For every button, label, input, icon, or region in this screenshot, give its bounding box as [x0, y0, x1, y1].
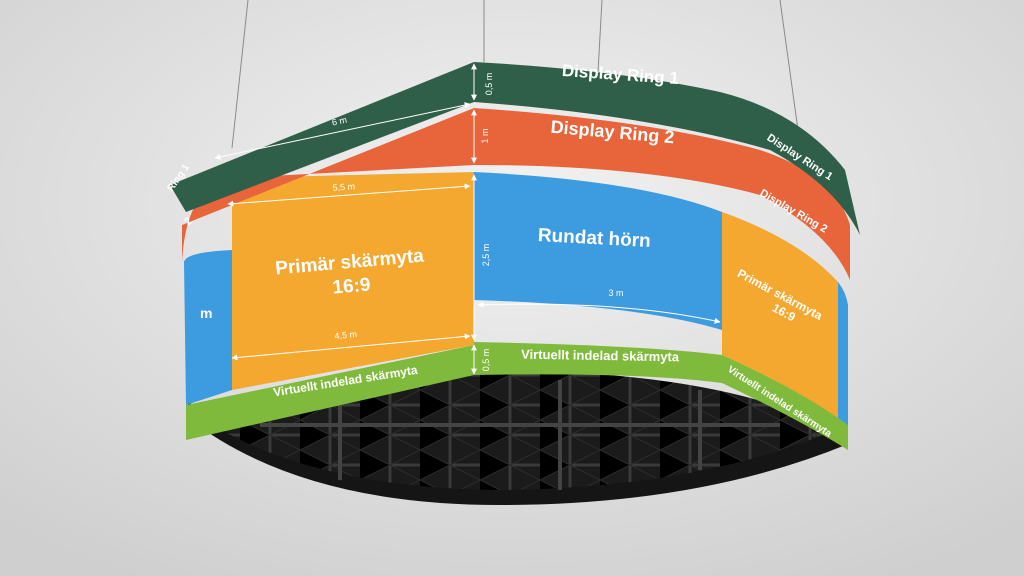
dimension-lines	[214, 63, 721, 375]
dim-corner-width-label: 3 m	[608, 288, 623, 298]
display-ring-1	[170, 62, 860, 235]
dim-virtual-height-label: 0,5 m	[481, 349, 491, 372]
left-blue-partial-label: m	[200, 305, 212, 321]
dim-primary-width-label: 4,5 m	[334, 329, 357, 341]
virtual-center-label: Virtuellt indelad skärmyta	[521, 347, 680, 365]
dim-ring2-width	[227, 183, 471, 207]
primary-screen-right	[722, 212, 838, 420]
virtual-band-corner	[474, 342, 722, 383]
dim-ring2-width-label: 5,5 m	[332, 181, 355, 193]
dim-ring2-height-label: 1 m	[480, 128, 490, 143]
dim-ring1-height-label: 0,5 m	[484, 73, 494, 96]
dim-ring1-width	[214, 102, 471, 160]
dim-ring1-width-label: 6 m	[331, 115, 348, 128]
dim-screen-height-label: 2,5 m	[481, 244, 491, 267]
left-rounded-corner-panel	[184, 250, 232, 405]
dim-corner-width	[477, 301, 721, 324]
truss-structure	[188, 371, 848, 505]
rounded-corner-panel	[474, 172, 722, 330]
right-rounded-corner-panel	[838, 282, 848, 425]
primary-left-line2: 16:9	[332, 274, 372, 298]
display-ring-2	[182, 108, 850, 280]
virtual-band-left	[186, 345, 474, 440]
dim-primary-width	[231, 333, 471, 361]
virtual-band-right	[722, 355, 848, 450]
